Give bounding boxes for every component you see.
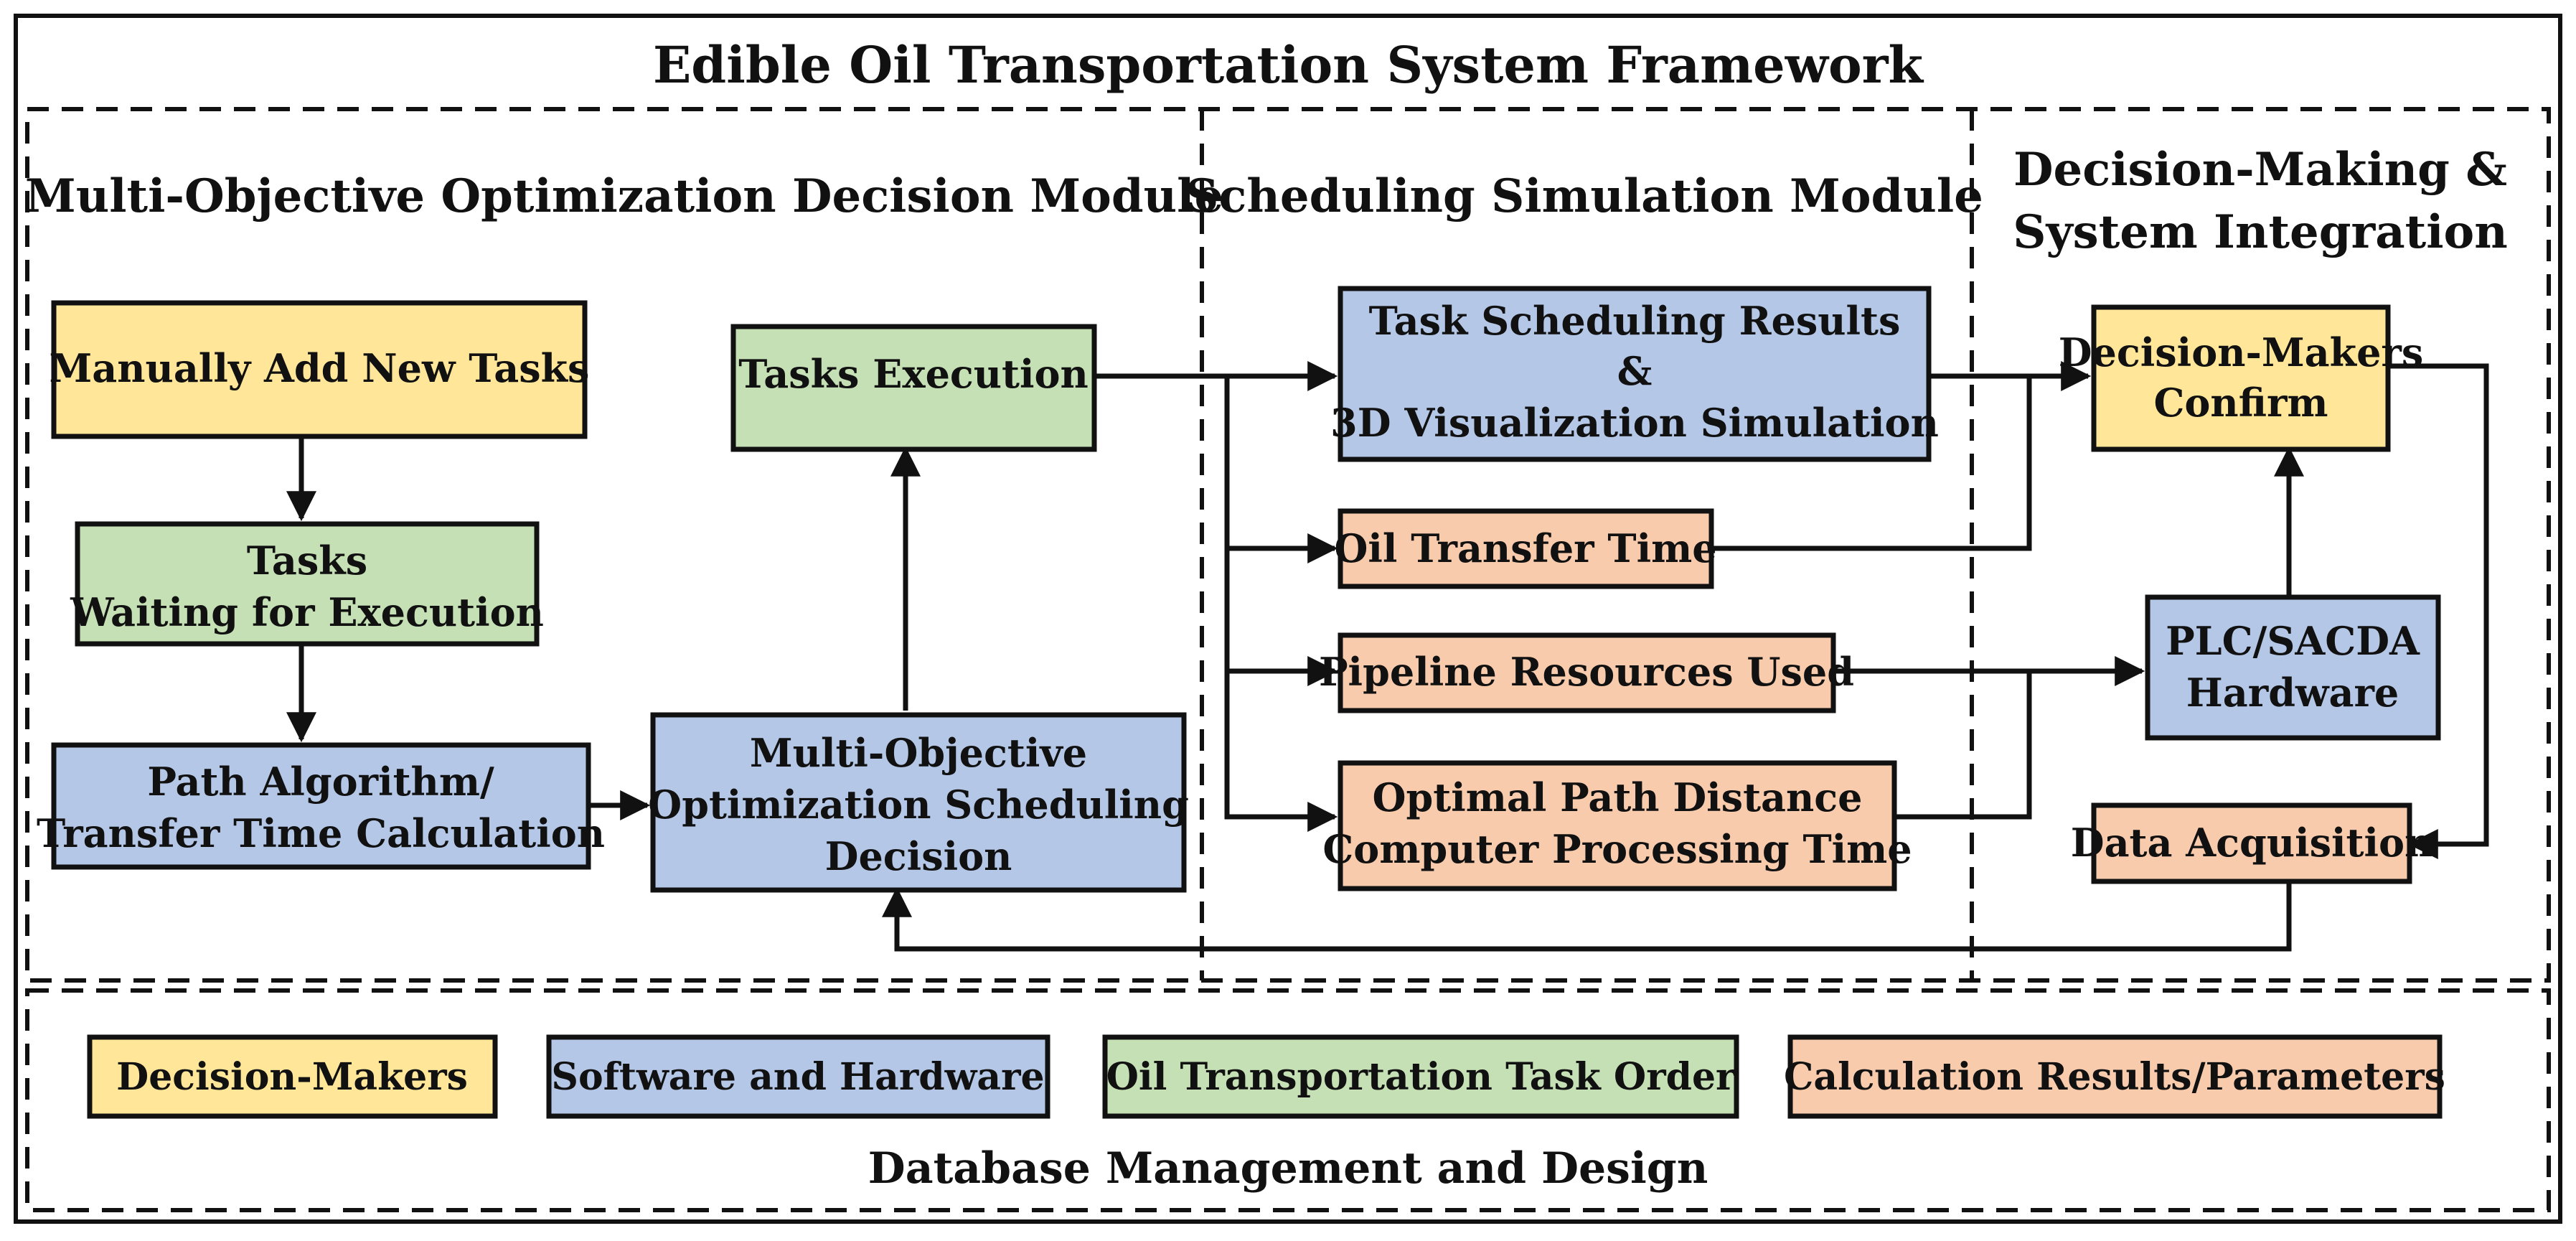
node-oil-transfer: Oil Transfer Time [1334, 508, 1717, 589]
node-plc-hardware-line1: PLC/SACDA [2166, 618, 2420, 664]
node-pipeline-resources-label: Pipeline Resources Used [1319, 649, 1854, 695]
node-task-scheduling-box [1338, 286, 1932, 462]
upper-dashed-region [25, 107, 2551, 983]
database-dashed-region [25, 988, 2551, 1212]
legend-software-hardware-swatch [546, 1034, 1050, 1119]
node-task-scheduling-line3: 3D Visualization Simulation [1330, 400, 1939, 446]
diagram-title: Edible Oil Transportation System Framewo… [653, 35, 1924, 95]
node-oil-transfer-box [1338, 508, 1714, 589]
section-decision-line2: System Integration [2013, 205, 2508, 259]
legend-task-order-swatch [1102, 1034, 1739, 1119]
node-tasks-waiting: Tasks Waiting for Execution [70, 521, 544, 647]
node-multi-obj-decision-line1: Multi-Objective [750, 730, 1087, 776]
line-optimal-to-confirm [1894, 671, 2032, 820]
connectors [286, 361, 2489, 952]
node-plc-hardware-box [2145, 594, 2441, 741]
node-tasks-waiting-line1: Tasks [247, 538, 367, 584]
node-plc-hardware: PLC/SACDA Hardware [2145, 594, 2441, 741]
node-plc-hardware-line2: Hardware [2186, 670, 2399, 716]
node-manually-add: Manually Add New Tasks [50, 300, 590, 439]
node-multi-obj-decision-line2: Optimization Scheduling [648, 782, 1189, 828]
legend-calc-results-label: Calculation Results/Parameters [1784, 1055, 2445, 1099]
node-path-algorithm: Path Algorithm/ Transfer Time Calculatio… [37, 742, 605, 870]
node-task-scheduling-line1: Task Scheduling Results [1369, 298, 1901, 344]
node-pipeline-resources: Pipeline Resources Used [1319, 632, 1854, 713]
section-scheduling: Scheduling Simulation Module [1185, 169, 1983, 223]
legend-decision-makers-swatch [87, 1034, 498, 1119]
node-tasks-waiting-box [75, 521, 540, 647]
node-path-algorithm-line1: Path Algorithm/ [147, 759, 494, 805]
arrow-data-to-decision [882, 881, 2292, 952]
node-data-acquisition-box [2091, 802, 2412, 884]
legend: Decision-Makers Software and Hardware Oi… [87, 1034, 2445, 1119]
database-footer: Database Management and Design [868, 1143, 1708, 1194]
legend-decision-makers: Decision-Makers [87, 1034, 498, 1119]
node-manually-add-box [51, 300, 588, 439]
section-decision-line1: Decision-Making & [2013, 143, 2507, 197]
node-optimal-path-box [1338, 760, 1897, 891]
node-tasks-execution-box [730, 324, 1097, 452]
node-pipeline-resources-box [1338, 632, 1836, 713]
node-tasks-execution-label: Tasks Execution [738, 351, 1089, 397]
node-multi-obj-decision-line3: Decision [825, 833, 1012, 879]
section-multi-objective: Multi-Objective Optimization Decision Mo… [25, 169, 1223, 223]
node-multi-obj-decision: Multi-Objective Optimization Scheduling … [648, 712, 1189, 893]
node-data-acquisition-label: Data Acquisition [2071, 820, 2433, 866]
branch-trunk [1224, 376, 1338, 832]
node-optimal-path: Optimal Path Distance Computer Processin… [1322, 760, 1912, 891]
node-task-scheduling: Task Scheduling Results & 3D Visualizati… [1330, 286, 1939, 462]
legend-decision-makers-label: Decision-Makers [116, 1055, 468, 1099]
node-decision-makers-confirm-line1: Decision-Makers [2059, 329, 2424, 375]
node-path-algorithm-box [51, 742, 591, 870]
node-optimal-path-line2: Computer Processing Time [1322, 826, 1912, 872]
legend-calc-results: Calculation Results/Parameters [1784, 1034, 2445, 1119]
legend-task-order: Oil Transportation Task Order [1102, 1034, 1739, 1119]
legend-calc-results-swatch [1787, 1034, 2443, 1119]
outer-frame [14, 14, 2562, 1224]
arrow-confirm-to-data [2388, 363, 2489, 859]
node-optimal-path-line1: Optimal Path Distance [1372, 774, 1862, 820]
legend-software-hardware: Software and Hardware [546, 1034, 1050, 1119]
line-oil-transfer-to-confirm [1711, 376, 2032, 551]
node-oil-transfer-label: Oil Transfer Time [1334, 525, 1716, 571]
node-decision-makers-confirm: Decision-Makers Confirm [2059, 304, 2424, 452]
node-decision-makers-confirm-box [2091, 304, 2391, 452]
node-task-scheduling-line2: & [1617, 348, 1653, 394]
node-tasks-waiting-line2: Waiting for Execution [70, 589, 544, 635]
node-manually-add-label: Manually Add New Tasks [50, 345, 590, 391]
node-decision-makers-confirm-line2: Confirm [2153, 380, 2328, 426]
node-tasks-execution: Tasks Execution [730, 324, 1097, 452]
node-path-algorithm-line2: Transfer Time Calculation [37, 810, 605, 856]
legend-task-order-label: Oil Transportation Task Order [1106, 1055, 1736, 1099]
node-data-acquisition: Data Acquisition [2071, 802, 2433, 884]
legend-software-hardware-label: Software and Hardware [551, 1055, 1044, 1099]
node-multi-obj-decision-box [650, 712, 1187, 893]
